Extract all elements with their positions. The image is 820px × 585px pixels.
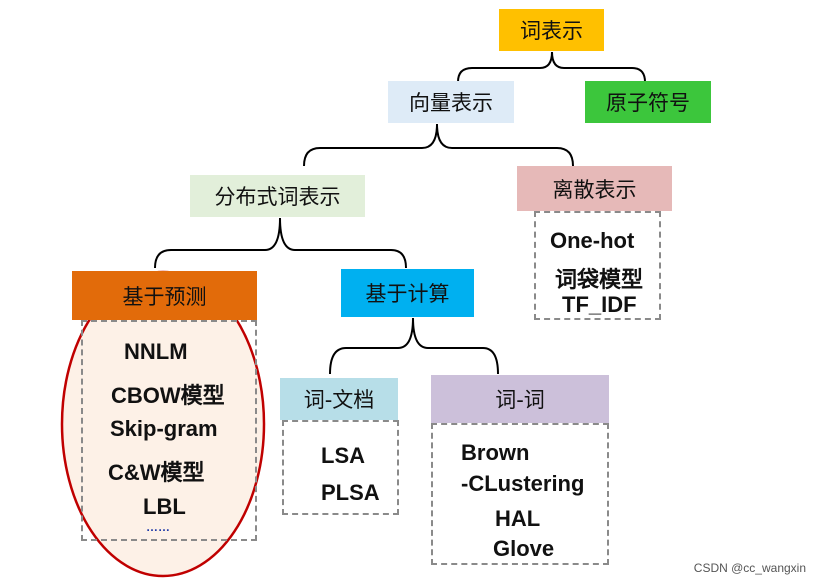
node-discrete-representation: 离散表示 [517, 166, 672, 211]
list-item: 词袋模型 [555, 267, 644, 292]
list-item: Brown [461, 440, 530, 465]
list-item: TF_IDF [562, 292, 637, 317]
brace-counting [329, 317, 499, 375]
list-item: LBL [143, 494, 186, 519]
prediction-list-box [81, 320, 257, 541]
list-item: Skip-gram [110, 416, 218, 441]
node-count-based: 基于计算 [341, 269, 474, 317]
discrete-list-box [534, 211, 661, 320]
brace-root [457, 51, 646, 83]
list-item-ellipsis: …… [146, 520, 170, 534]
list-item: PLSA [321, 480, 380, 505]
word-word-list-box [431, 423, 609, 565]
word-document-list-box [282, 420, 399, 515]
node-word-representation: 词表示 [499, 9, 604, 51]
node-word-document: 词-文档 [280, 378, 398, 420]
node-prediction-based: 基于预测 [72, 271, 257, 320]
list-item: CBOW模型 [111, 383, 225, 408]
node-atomic-symbol: 原子符号 [585, 81, 711, 123]
list-item: C&W模型 [108, 460, 205, 485]
list-item: One-hot [550, 228, 635, 253]
list-item: LSA [321, 443, 365, 468]
list-item: NNLM [124, 339, 188, 364]
list-item: Glove [493, 536, 555, 561]
brace-vector [303, 123, 574, 167]
node-word-word: 词-词 [431, 375, 609, 423]
node-vector-representation: 向量表示 [388, 81, 514, 123]
list-item: HAL [495, 506, 541, 531]
watermark: CSDN @cc_wangxin [693, 561, 806, 575]
brace-distributed [154, 217, 407, 269]
node-distributed-representation: 分布式词表示 [190, 175, 365, 217]
list-item: -CLustering [461, 471, 585, 496]
